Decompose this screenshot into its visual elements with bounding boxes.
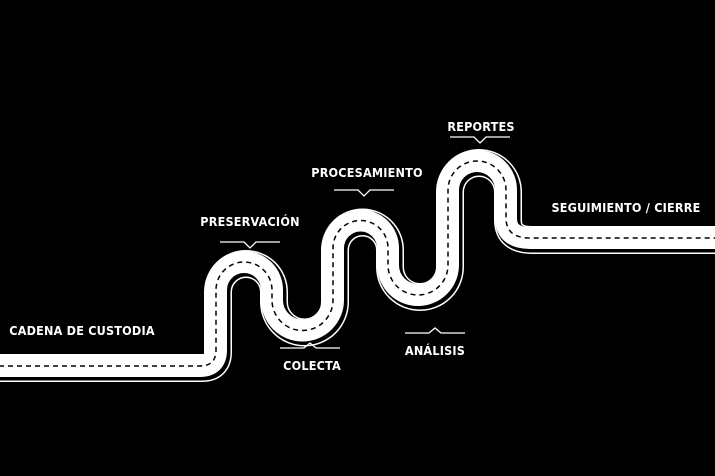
stage-label-procesamiento: PROCESAMIENTO xyxy=(311,165,423,180)
pointer-preservacion xyxy=(220,241,280,249)
stage-label-analisis: ANÁLISIS xyxy=(404,343,466,358)
pointer-analisis xyxy=(405,327,465,334)
stage-label-preservacion: PRESERVACIÓN xyxy=(200,214,300,229)
label-pointers xyxy=(220,136,510,349)
stage-label-colecta: COLECTA xyxy=(283,358,341,373)
stage-label-seguimiento-cierre: SEGUIMIENTO / CIERRE xyxy=(551,200,701,215)
stage-label-reportes: REPORTES xyxy=(447,119,515,134)
stage-label-cadena-de-custodia: CADENA DE CUSTODIA xyxy=(9,323,155,338)
pointer-reportes xyxy=(450,136,510,144)
pointer-procesamiento xyxy=(334,189,394,197)
pointer-colecta xyxy=(280,342,340,349)
